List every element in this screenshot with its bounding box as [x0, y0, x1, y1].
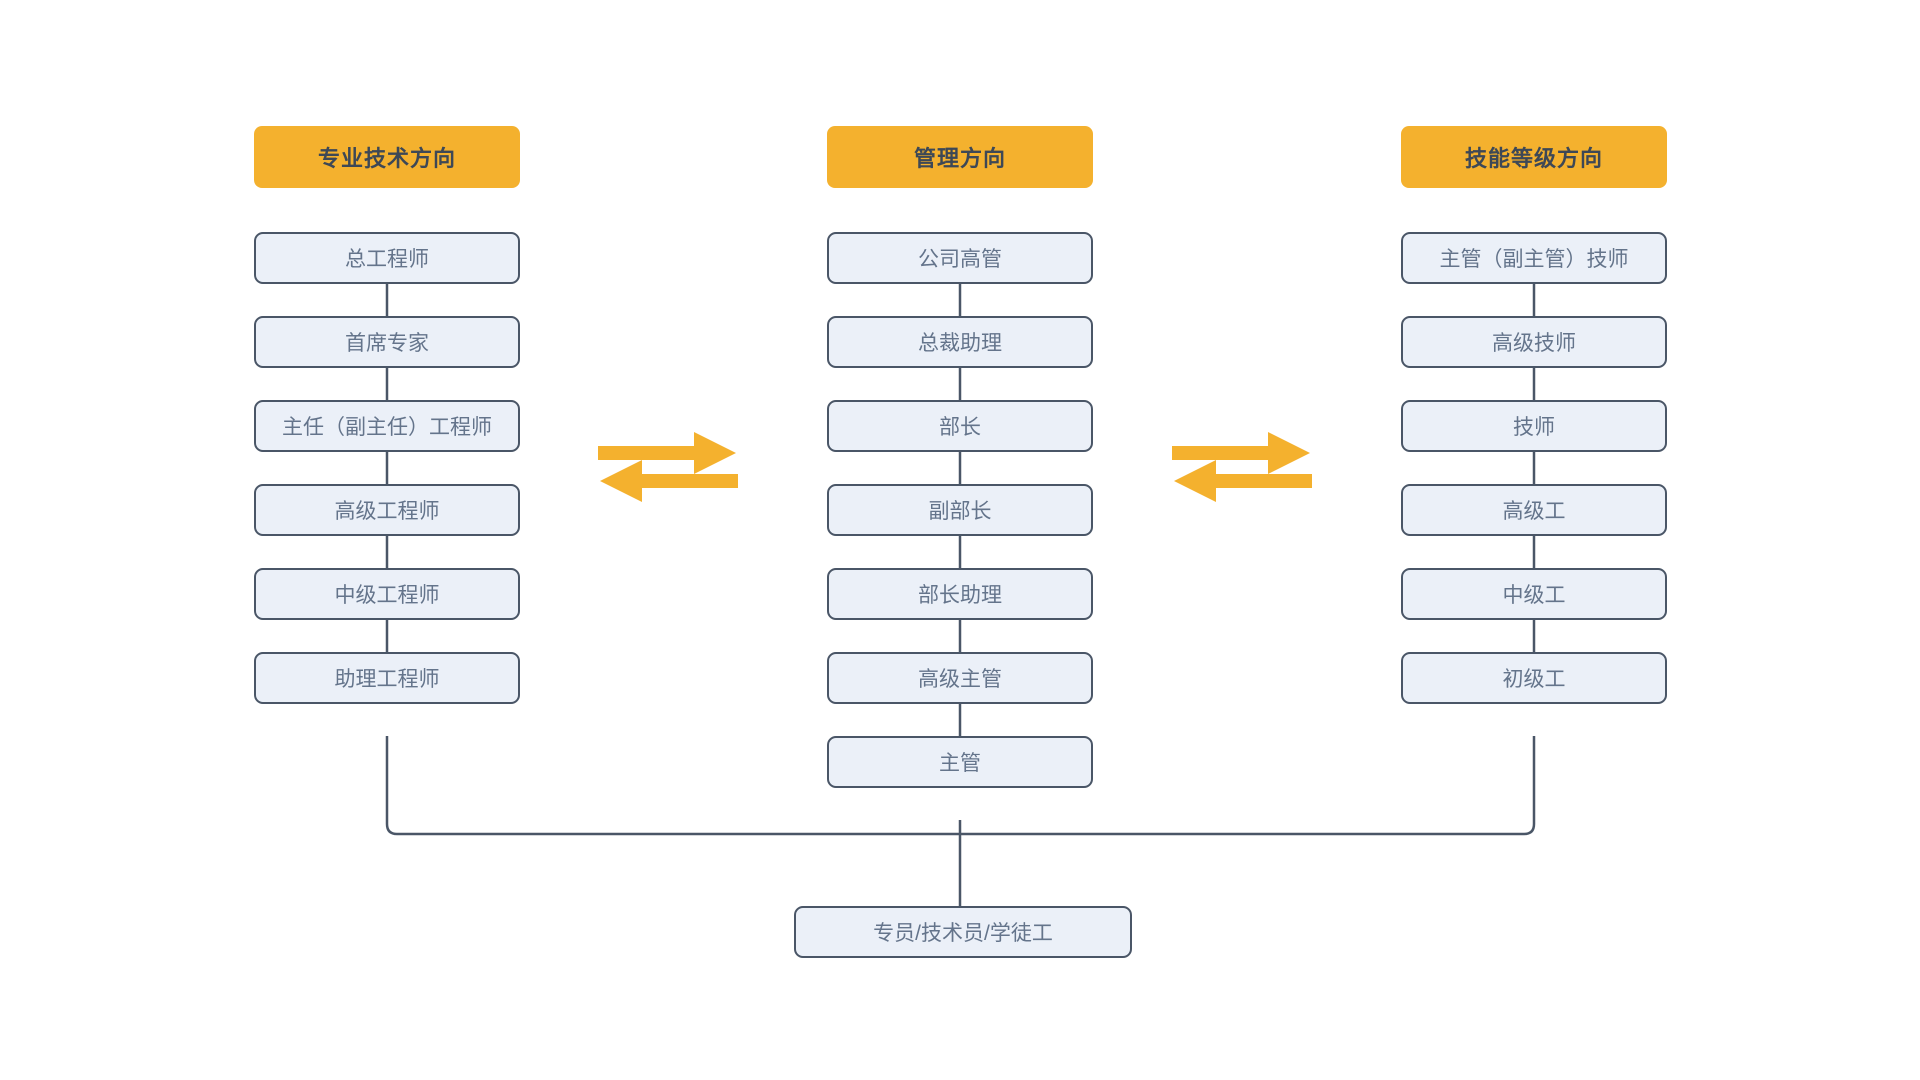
node-professional-2[interactable]: 主任（副主任）工程师 [254, 400, 520, 452]
node-skill-5[interactable]: 初级工 [1401, 652, 1667, 704]
node-professional-1[interactable]: 首席专家 [254, 316, 520, 368]
node-professional-5[interactable]: 助理工程师 [254, 652, 520, 704]
column-header-management: 管理方向 [827, 126, 1093, 188]
node-base-entry-level[interactable]: 专员/技术员/学徒工 [794, 906, 1132, 958]
node-management-5[interactable]: 高级主管 [827, 652, 1093, 704]
column-skill-grade: 技能等级方向 主管（副主管）技师 高级技师 技师 高级工 中级工 初级工 [1401, 126, 1667, 704]
column-professional-technical: 专业技术方向 总工程师 首席专家 主任（副主任）工程师 高级工程师 中级工程师 … [254, 126, 520, 704]
column-management: 管理方向 公司高管 总裁助理 部长 副部长 部长助理 高级主管 主管 [827, 126, 1093, 788]
arrow-left-icon [600, 460, 738, 502]
column-header-professional-technical: 专业技术方向 [254, 126, 520, 188]
node-professional-0[interactable]: 总工程师 [254, 232, 520, 284]
arrow-right-icon [598, 432, 736, 474]
node-professional-3[interactable]: 高级工程师 [254, 484, 520, 536]
node-management-6[interactable]: 主管 [827, 736, 1093, 788]
exchange-arrows-left [598, 432, 738, 502]
node-skill-0[interactable]: 主管（副主管）技师 [1401, 232, 1667, 284]
arrow-left-icon [1174, 460, 1312, 502]
node-management-0[interactable]: 公司高管 [827, 232, 1093, 284]
node-skill-2[interactable]: 技师 [1401, 400, 1667, 452]
arrow-right-icon [1172, 432, 1310, 474]
exchange-arrows-right [1172, 432, 1312, 502]
node-management-4[interactable]: 部长助理 [827, 568, 1093, 620]
node-skill-1[interactable]: 高级技师 [1401, 316, 1667, 368]
node-management-2[interactable]: 部长 [827, 400, 1093, 452]
node-professional-4[interactable]: 中级工程师 [254, 568, 520, 620]
column-header-skill-grade: 技能等级方向 [1401, 126, 1667, 188]
node-skill-4[interactable]: 中级工 [1401, 568, 1667, 620]
node-management-3[interactable]: 副部长 [827, 484, 1093, 536]
node-skill-3[interactable]: 高级工 [1401, 484, 1667, 536]
node-management-1[interactable]: 总裁助理 [827, 316, 1093, 368]
